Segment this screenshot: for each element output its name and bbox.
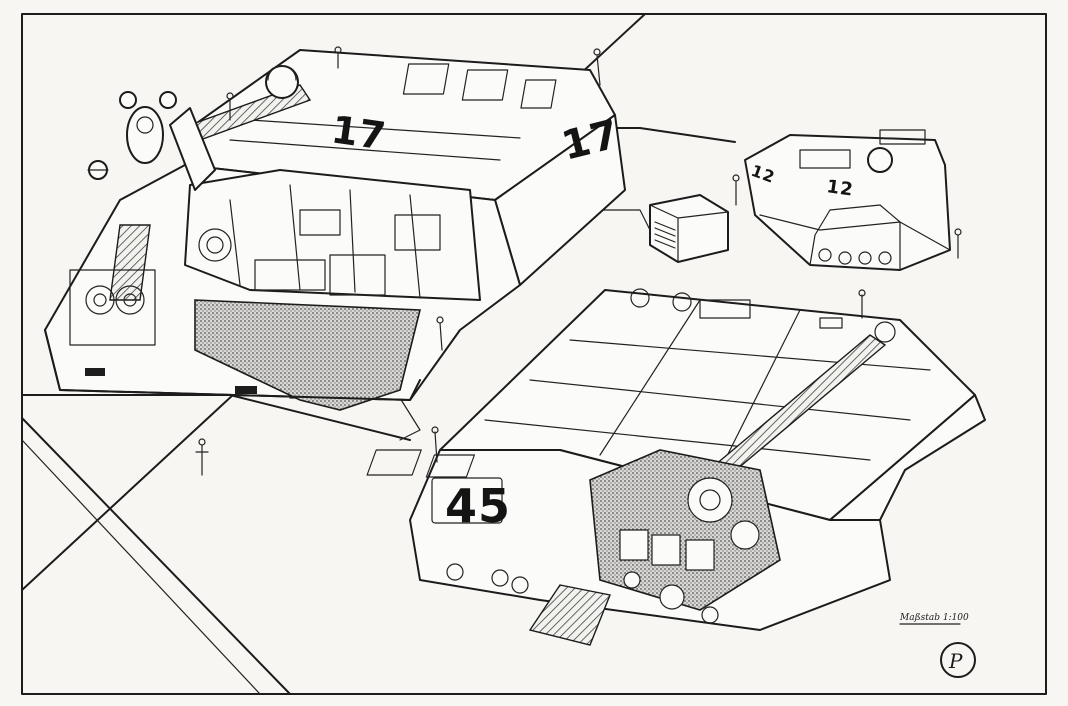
vehicle-45: 45 <box>366 288 986 646</box>
scale-label: Maßstab 1:100 <box>899 613 969 623</box>
vehicle-17-roof-number: 17 <box>329 107 389 158</box>
crew-figures <box>195 46 962 476</box>
signature-initial: P <box>948 649 963 673</box>
picture-frame <box>21 13 1047 695</box>
vehicle-17-cutaway-section <box>194 299 422 411</box>
hover-drones <box>87 91 177 180</box>
vehicle-45-front-number: 45 <box>445 479 511 533</box>
vehicle-12: 12 12 <box>744 129 951 271</box>
vehicle-12-front-number: 12 <box>825 176 855 201</box>
vehicle-45-engine-cutaway <box>589 449 781 611</box>
artist-signature: P <box>940 642 976 678</box>
vehicle-45-ramp <box>528 584 611 646</box>
vehicle-17: 17 17 <box>44 48 626 411</box>
scale-annotation: Maßstab 1:100 <box>899 613 969 625</box>
supply-crate <box>649 194 729 263</box>
